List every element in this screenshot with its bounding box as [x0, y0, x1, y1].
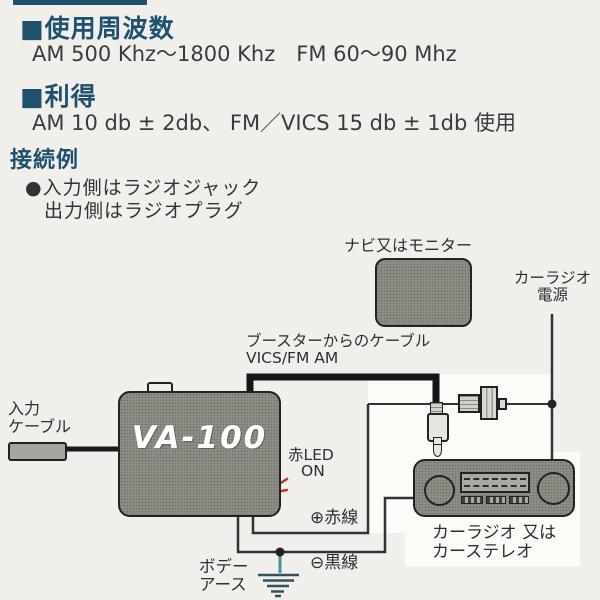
- antenna-adapter-plug: [480, 386, 498, 420]
- va100-device-name: VA-100: [131, 420, 268, 456]
- input-cable-label-line1: 入力: [8, 399, 41, 418]
- connection-example-heading: 接続例: [10, 148, 80, 173]
- car-radio-label-line1: カーラジオ 又は: [432, 523, 557, 543]
- frequency-value: AM 500 Khz～1800 Khz FM 60～90 Mhz: [32, 42, 457, 66]
- led-label-line2: ON: [301, 462, 325, 480]
- nav-monitor-label: ナビ又はモニター: [343, 236, 472, 255]
- car-radio-label: カーラジオ 又は カーステレオ: [432, 524, 556, 561]
- radio-knob-right: [537, 472, 570, 505]
- led-label-line1: 赤LED: [288, 446, 334, 464]
- gain-value: AM 10 db ± 2db、 FM／VICS 15 db ± 1db 使用: [32, 111, 516, 135]
- radio-button: [486, 496, 506, 504]
- junction-dot-power: [547, 399, 557, 409]
- car-radio-power-label-line2: 電源: [536, 286, 568, 304]
- booster-cable-label-line1: ブースターからのケーブル: [246, 332, 431, 350]
- radio-button: [509, 496, 529, 504]
- frequency-heading: ■使用周波数: [20, 14, 175, 43]
- nav-monitor-box: [375, 258, 472, 327]
- antenna-adapter-barrel: [458, 394, 480, 413]
- car-radio-box: [413, 459, 575, 517]
- red-wire-label: ⊕赤線: [310, 508, 359, 528]
- radio-display: [460, 472, 530, 493]
- booster-cable-label-line2: VICS/FM AM: [246, 348, 339, 367]
- car-radio-power-label-line1: カーラジオ: [513, 269, 592, 287]
- radio-knob-left: [424, 475, 455, 506]
- radio-plug-ribs: [430, 402, 443, 414]
- ground-symbol-icon: [258, 573, 299, 598]
- booster-cable-label: ブースターからのケーブル VICS/FM AM: [246, 333, 430, 366]
- gain-heading: ■利得: [20, 82, 97, 111]
- body-ground-label: ボデー アース: [199, 558, 249, 593]
- led-label: 赤LED ON: [288, 447, 334, 479]
- body-ground-label-line1: ボデー: [199, 557, 249, 576]
- connection-note-line1: ●入力側はラジオジャック: [25, 177, 262, 199]
- booster-output-cable: [246, 373, 440, 404]
- junction-dot-ground: [275, 547, 285, 557]
- input-cable-label-line2: ケーブル: [8, 417, 72, 436]
- black-wire-label: ⊖黒線: [310, 553, 359, 573]
- connection-note-line2: 出力側はラジオプラグ: [44, 200, 244, 222]
- body-ground-label-line2: アース: [199, 574, 247, 594]
- radio-display-line: [464, 485, 526, 487]
- radio-button: [461, 496, 483, 504]
- antenna-adapter-pin: [498, 398, 507, 410]
- va100-device: VA-100: [118, 391, 281, 517]
- black-wire: [236, 496, 414, 554]
- input-cable-connector: [8, 442, 67, 461]
- input-cable-label: 入力 ケーブル: [8, 400, 71, 436]
- car-radio-label-line2: カーステレオ: [432, 541, 534, 562]
- cropped-heading-fragment: [13, 0, 147, 5]
- red-wire: [251, 404, 370, 535]
- radio-plug-tip: [433, 444, 442, 457]
- car-radio-power-label: カーラジオ 電源: [505, 270, 600, 304]
- radio-display-line: [464, 478, 526, 480]
